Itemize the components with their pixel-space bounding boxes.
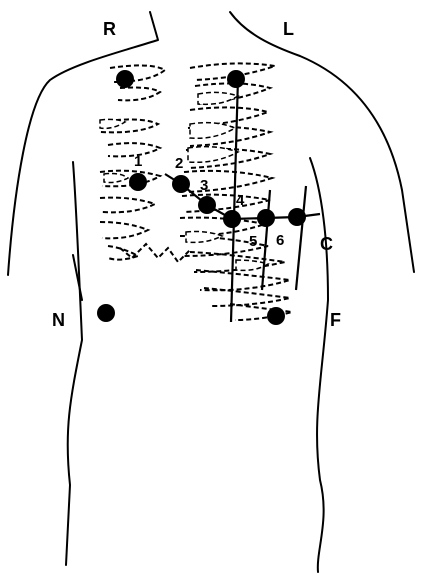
electrode-v4: [223, 210, 241, 228]
label-left-leg: F: [330, 310, 341, 330]
electrode-left-leg: [267, 307, 285, 325]
label-v4: 4: [236, 192, 245, 209]
electrode-left-arm: [227, 70, 245, 88]
electrode-v5: [257, 209, 275, 227]
electrode-v1: [129, 173, 147, 191]
label-right-arm: R: [103, 19, 116, 39]
label-v5: 5: [249, 233, 257, 250]
label-chest-lead: C: [320, 234, 333, 254]
electrode-right-leg: [97, 304, 115, 322]
anterior-axillary-line: [262, 190, 270, 290]
label-v1: 1: [134, 153, 142, 170]
label-left-arm: L: [283, 19, 294, 39]
electrode-v3: [198, 196, 216, 214]
electrode-v6: [288, 208, 306, 226]
label-v2: 2: [175, 155, 183, 172]
midaxillary-line: [296, 186, 306, 290]
label-v3: 3: [200, 177, 208, 194]
label-right-leg: N: [52, 310, 65, 330]
electrode-v2: [172, 175, 190, 193]
label-v6: 6: [276, 232, 284, 249]
electrode-right-arm: [116, 70, 134, 88]
